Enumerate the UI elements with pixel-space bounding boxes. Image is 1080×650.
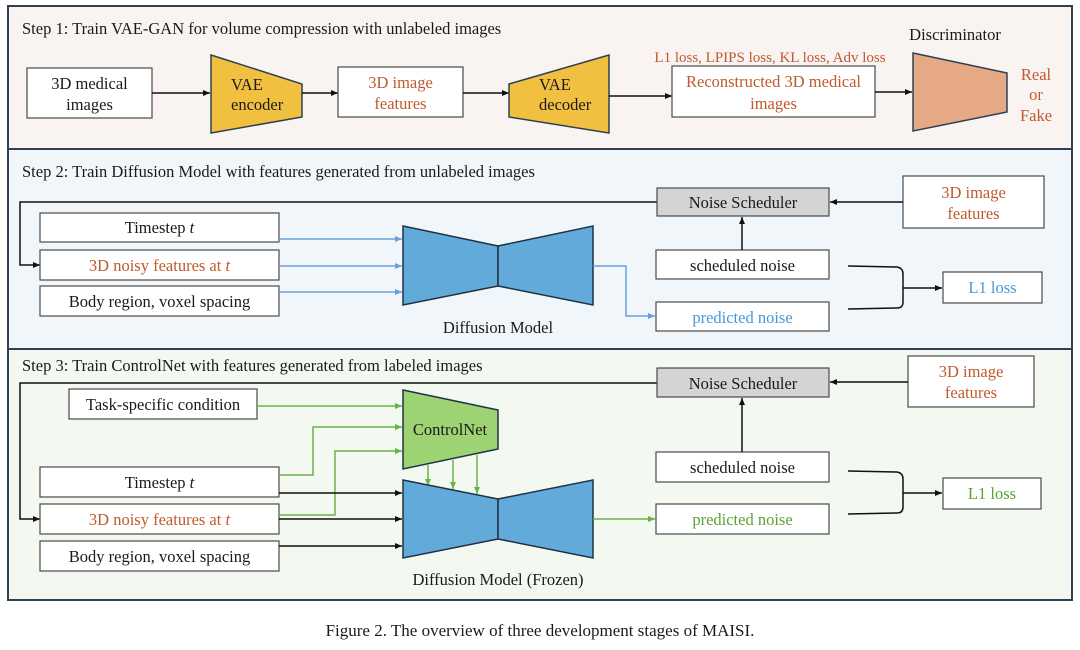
step2-body-region-label: Body region, voxel spacing	[69, 292, 250, 311]
reconstructed-line1: Reconstructed 3D medical	[686, 72, 861, 91]
step2-noisy-features-box: 3D noisy features at t	[39, 249, 280, 281]
diffusion-decoder-half	[497, 225, 594, 306]
discriminator-shape	[912, 52, 1008, 132]
arrow-diffusion-to-predicted	[593, 265, 655, 319]
step2-scheduled-noise-box: scheduled noise	[655, 249, 830, 280]
step3-loss-box: L1 loss	[942, 477, 1042, 510]
output-real: Real	[1021, 65, 1052, 84]
reconstructed-images-box: Reconstructed 3D medical images	[671, 65, 876, 118]
step3-noise-scheduler: Noise Scheduler	[656, 367, 830, 398]
step3-image-features-line1: 3D image	[939, 362, 1004, 381]
step3-scheduled-noise-label: scheduled noise	[690, 458, 795, 477]
medical-images-line2: images	[66, 95, 113, 114]
arrow-noisy-to-controlnet	[279, 448, 402, 516]
step2-image-features-box: 3D image features	[902, 175, 1045, 229]
image-features-line1: 3D image	[368, 73, 433, 92]
controlnet-shape	[402, 389, 499, 470]
step2-noise-scheduler: Noise Scheduler	[656, 187, 830, 217]
step3-body-region-box: Body region, voxel spacing	[39, 540, 280, 572]
step2-predicted-noise-label: predicted noise	[692, 308, 792, 327]
step2-diffusion-label: Diffusion Model	[443, 318, 554, 337]
vae-decoder: VAE decoder	[508, 54, 610, 134]
figure-caption: Figure 2. The overview of three developm…	[326, 621, 755, 640]
step3-predicted-noise-label: predicted noise	[692, 510, 792, 529]
step2-noisy-features-label: 3D noisy features at t	[89, 256, 231, 275]
step3-noisy-features-box: 3D noisy features at t	[39, 503, 280, 535]
step3-panel: Step 3: Train ControlNet with features g…	[7, 348, 1073, 601]
medical-images-line1: 3D medical	[51, 74, 128, 93]
vae-encoder-line1: VAE	[231, 75, 263, 94]
step3-diffusion-model: Diffusion Model (Frozen)	[402, 479, 594, 589]
step2-loop-arrow	[19, 201, 657, 268]
step3-timestep-label: Timestep t	[125, 473, 195, 492]
vae-decoder-line1: VAE	[539, 75, 571, 94]
step3-condition-box: Task-specific condition	[68, 388, 258, 420]
vae-encoder-line2: encoder	[231, 95, 284, 114]
output-fake: Fake	[1020, 106, 1052, 125]
arrow-timestep-to-controlnet	[279, 424, 402, 476]
step3-loss-label: L1 loss	[968, 484, 1016, 503]
step2-timestep-label: Timestep t	[125, 218, 195, 237]
discriminator-label: Discriminator	[909, 25, 1001, 44]
vae-encoder-shape	[210, 53, 303, 134]
step3-noisy-features-label: 3D noisy features at t	[89, 510, 231, 529]
step2-noise-scheduler-label: Noise Scheduler	[689, 193, 798, 212]
step2-predicted-noise-box: predicted noise	[655, 301, 830, 332]
step2-timestep-box: Timestep t	[39, 212, 280, 243]
step2-panel: Step 2: Train Diffusion Model with featu…	[7, 148, 1073, 350]
step2-diffusion-model: Diffusion Model	[402, 225, 594, 337]
reconstructed-line2: images	[750, 94, 797, 113]
step3-diffusion-label: Diffusion Model (Frozen)	[412, 570, 583, 589]
image-features-box: 3D image features	[337, 66, 464, 118]
output-or: or	[1029, 85, 1043, 104]
step2-image-features-line1: 3D image	[941, 183, 1006, 202]
step3-image-features-line2: features	[945, 383, 997, 402]
vae-losses-label: L1 loss, LPIPS loss, KL loss, Adv loss	[654, 50, 885, 66]
step2-image-features-line2: features	[947, 204, 999, 223]
step3-image-features-box: 3D image features	[907, 355, 1035, 408]
step3-body-region-label: Body region, voxel spacing	[69, 547, 250, 566]
step2-loss-label: L1 loss	[968, 278, 1016, 297]
medical-images-box: 3D medical images	[26, 67, 153, 119]
step1-panel: Step 1: Train VAE-GAN for volume compres…	[7, 5, 1073, 150]
step3-loop-arrow	[19, 382, 657, 522]
step2-title: Step 2: Train Diffusion Model with featu…	[22, 162, 535, 181]
vae-decoder-shape	[508, 54, 610, 134]
controlnet-label: ControlNet	[413, 420, 488, 439]
step2-body-region-box: Body region, voxel spacing	[39, 285, 280, 317]
step3-scheduled-noise-box: scheduled noise	[655, 451, 830, 483]
step2-loss-box: L1 loss	[942, 271, 1043, 304]
controlnet: ControlNet	[402, 389, 499, 470]
step3-condition-label: Task-specific condition	[86, 395, 240, 414]
image-features-line2: features	[374, 94, 426, 113]
vae-decoder-line2: decoder	[539, 95, 592, 114]
step1-title: Step 1: Train VAE-GAN for volume compres…	[22, 19, 501, 38]
step2-scheduled-noise-label: scheduled noise	[690, 256, 795, 275]
step3-predicted-noise-box: predicted noise	[655, 503, 830, 535]
step3-title: Step 3: Train ControlNet with features g…	[22, 356, 483, 375]
step3-timestep-box: Timestep t	[39, 466, 280, 498]
step3-noise-scheduler-label: Noise Scheduler	[689, 374, 798, 393]
frozen-diffusion-decoder-half	[497, 479, 594, 559]
vae-encoder: VAE encoder	[210, 53, 303, 134]
